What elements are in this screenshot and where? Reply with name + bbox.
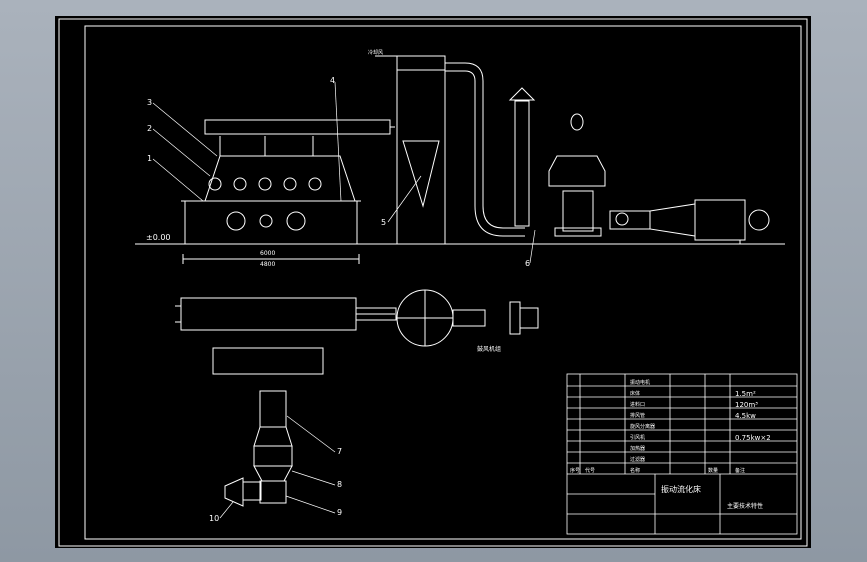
header-3: 名称	[630, 467, 640, 474]
leader-lines	[152, 81, 536, 519]
part-8: 过滤器	[630, 456, 645, 463]
part-1: 振动电机	[630, 379, 650, 386]
level-mark: ±0.00	[146, 233, 171, 242]
callout-4: 4	[330, 76, 335, 85]
spec-4: 0.75kw×2	[735, 434, 771, 442]
dimension-sub: 4800	[260, 261, 275, 268]
part-7: 加热器	[630, 445, 645, 452]
bed-body	[184, 200, 358, 245]
base-frame	[212, 347, 324, 375]
callout-7: 7	[337, 447, 342, 456]
exhaust-duct	[204, 119, 391, 135]
spec-note: 主要技术特性	[727, 502, 763, 510]
callout-10: 10	[209, 514, 219, 523]
heater-plan	[253, 445, 293, 467]
cyclone-separator	[396, 55, 446, 245]
dimension-main: 6000	[260, 250, 275, 257]
callout-8: 8	[337, 480, 342, 489]
cad-drawing: 1 2 3 4 5 6 7 8 9 10 ±0.00 6000 4800 冷却风…	[58, 18, 808, 547]
callout-1: 1	[147, 154, 152, 163]
sight-glass	[226, 211, 246, 231]
title-block-text: 振动流化床 主要技术特性 1.5m² 120m³ 4.5kw 0.75kw×2 …	[570, 379, 771, 510]
header-1: 序号	[570, 467, 580, 474]
callouts: 1 2 3 4 5 6 7 8 9 10 ±0.00 6000 4800 冷却风…	[146, 49, 530, 523]
spec-2: 120m³	[735, 401, 758, 409]
exhaust-stack	[514, 100, 530, 227]
air-inlet-label: 冷却风	[368, 49, 383, 56]
spec-3: 4.5kw	[735, 412, 756, 420]
header-5: 备注	[735, 467, 745, 474]
callout-2: 2	[147, 124, 152, 133]
part-3: 进料口	[630, 401, 645, 408]
header-2: 代号	[585, 467, 595, 474]
header-4: 数量	[708, 467, 718, 474]
part-5: 旋风分离器	[630, 423, 655, 430]
elevation-view	[135, 55, 785, 264]
callout-5: 5	[381, 218, 386, 227]
drawing-title: 振动流化床	[661, 484, 701, 494]
inner-frame	[84, 25, 802, 540]
fan-label: 鼓风机组	[477, 345, 501, 353]
bed-plan	[180, 297, 357, 331]
bed-hood	[204, 155, 356, 202]
spec-1: 1.5m²	[735, 390, 756, 398]
plan-view	[175, 289, 539, 507]
fan-motor	[570, 113, 584, 131]
part-4: 排风管	[630, 412, 645, 419]
title-block	[566, 373, 798, 535]
callout-3: 3	[147, 98, 152, 107]
pipe-line	[445, 62, 525, 229]
part-2: 床体	[630, 390, 640, 397]
filter	[259, 390, 287, 428]
outer-frame	[58, 18, 808, 547]
part-6: 引风机	[630, 434, 645, 441]
callout-6: 6	[525, 259, 530, 268]
callout-9: 9	[337, 508, 342, 517]
drawing-sheet: 1 2 3 4 5 6 7 8 9 10 ±0.00 6000 4800 冷却风…	[55, 16, 811, 548]
heater	[694, 199, 746, 241]
